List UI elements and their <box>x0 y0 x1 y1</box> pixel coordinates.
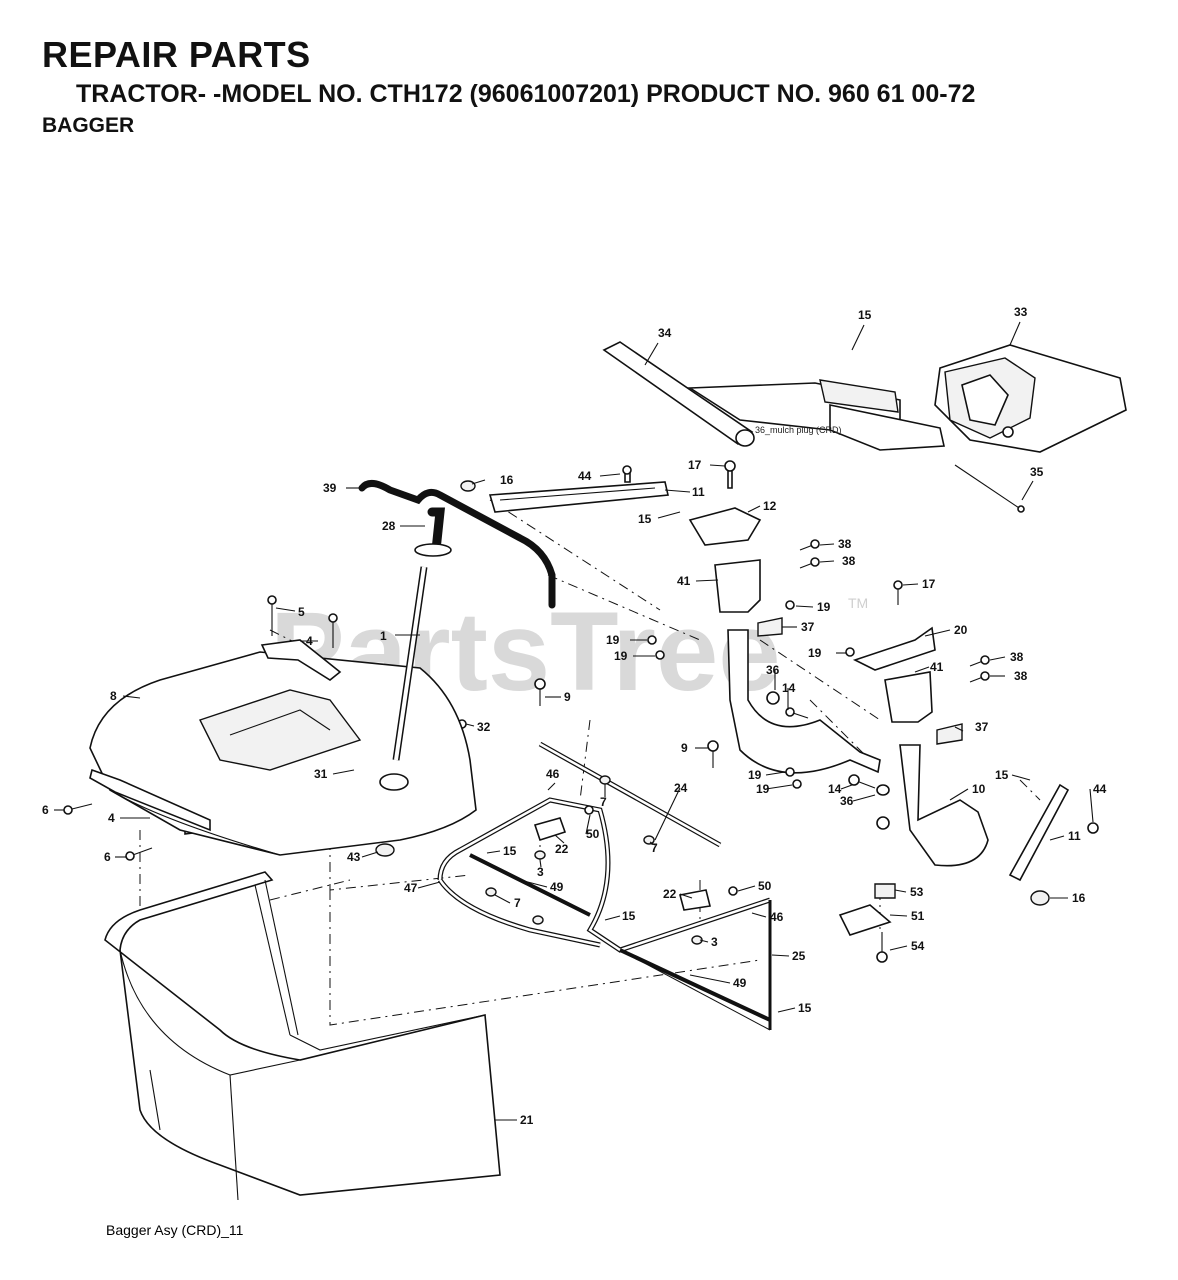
discharge-tube-assembly: 36_mulch plug (CRD) <box>602 341 1127 513</box>
part-4: 4 <box>306 634 313 648</box>
part-50: 50 <box>758 879 772 893</box>
part-22: 22 <box>663 887 677 901</box>
mulch-plug-note: 36_mulch plug (CRD) <box>755 425 842 435</box>
bagger-cover <box>89 639 477 856</box>
part-24: 24 <box>674 781 688 795</box>
part-19: 19 <box>808 646 822 660</box>
grass-bag <box>104 871 501 1201</box>
watermark-trademark: TM <box>848 595 868 611</box>
part-36: 36 <box>840 794 854 808</box>
part-19: 19 <box>606 633 620 647</box>
part-19: 19 <box>748 768 762 782</box>
part-15: 15 <box>858 308 872 322</box>
upper-mount-bracket <box>460 460 762 546</box>
part-22: 22 <box>555 842 569 856</box>
part-34: 34 <box>658 326 672 340</box>
part-38: 38 <box>1014 669 1028 683</box>
callout-labels: 34 15 33 35 39 16 44 17 11 15 12 28 38 3… <box>42 305 1107 1127</box>
part-19: 19 <box>817 600 831 614</box>
part-36: 36 <box>766 663 780 677</box>
lower-strap <box>89 768 211 832</box>
part-7: 7 <box>600 795 607 809</box>
part-9: 9 <box>681 741 688 755</box>
upright-rod <box>392 566 428 761</box>
part-38: 38 <box>1010 650 1024 664</box>
part-11: 11 <box>692 485 705 499</box>
part-41: 41 <box>930 660 944 674</box>
part-44: 44 <box>578 469 592 483</box>
part-19: 19 <box>614 649 628 663</box>
part-46: 46 <box>770 910 784 924</box>
part-6: 6 <box>42 803 49 817</box>
part-20: 20 <box>954 623 968 637</box>
part-47: 47 <box>404 881 418 895</box>
callout-leaders <box>54 321 1094 1121</box>
part-7: 7 <box>514 896 521 910</box>
part-38: 38 <box>838 537 852 551</box>
part-35: 35 <box>1030 465 1044 479</box>
page-title: REPAIR PARTS <box>42 34 311 75</box>
part-44: 44 <box>1093 782 1107 796</box>
part-15: 15 <box>638 512 652 526</box>
handle-rod <box>358 480 556 609</box>
handle-grip <box>414 507 452 557</box>
diagram-caption: Bagger Asy (CRD)_11 <box>106 1222 244 1238</box>
part-15: 15 <box>622 909 636 923</box>
part-16: 16 <box>1072 891 1086 905</box>
part-17: 17 <box>688 458 702 472</box>
part-12: 12 <box>763 499 777 513</box>
part-15: 15 <box>503 844 517 858</box>
part-7: 7 <box>651 841 658 855</box>
part-49: 49 <box>550 880 564 894</box>
right-side-brackets <box>714 559 989 867</box>
part-15: 15 <box>798 1001 812 1015</box>
part-37: 37 <box>801 620 815 634</box>
bagger-frame <box>437 741 772 1031</box>
part-38: 38 <box>842 554 856 568</box>
part-43: 43 <box>347 850 361 864</box>
part-5: 5 <box>298 605 305 619</box>
model-subtitle: TRACTOR- -MODEL NO. CTH172 (96061007201)… <box>76 80 976 108</box>
section-title: BAGGER <box>42 114 135 137</box>
part-3: 3 <box>537 865 544 879</box>
part-54: 54 <box>911 939 925 953</box>
part-33: 33 <box>1014 305 1028 319</box>
part-25: 25 <box>792 949 806 963</box>
part-51: 51 <box>911 909 925 923</box>
part-19: 19 <box>756 782 770 796</box>
part-16: 16 <box>500 473 514 487</box>
part-32: 32 <box>477 720 491 734</box>
part-1: 1 <box>380 629 387 643</box>
part-39: 39 <box>323 481 337 495</box>
part-46: 46 <box>546 767 560 781</box>
part-14: 14 <box>782 681 796 695</box>
part-14: 14 <box>828 782 842 796</box>
part-17: 17 <box>922 577 936 591</box>
part-10: 10 <box>972 782 986 796</box>
part-53: 53 <box>910 885 924 899</box>
part-49: 49 <box>733 976 747 990</box>
part-11: 11 <box>1068 829 1081 843</box>
part-41: 41 <box>677 574 691 588</box>
part-15: 15 <box>995 768 1009 782</box>
part-31: 31 <box>314 767 328 781</box>
part-8: 8 <box>110 689 117 703</box>
part-37: 37 <box>975 720 989 734</box>
part-3: 3 <box>711 935 718 949</box>
part-9: 9 <box>564 690 571 704</box>
part-6: 6 <box>104 850 111 864</box>
part-21: 21 <box>520 1113 534 1127</box>
part-4: 4 <box>108 811 115 825</box>
part-28: 28 <box>382 519 396 533</box>
part-50: 50 <box>586 827 600 841</box>
